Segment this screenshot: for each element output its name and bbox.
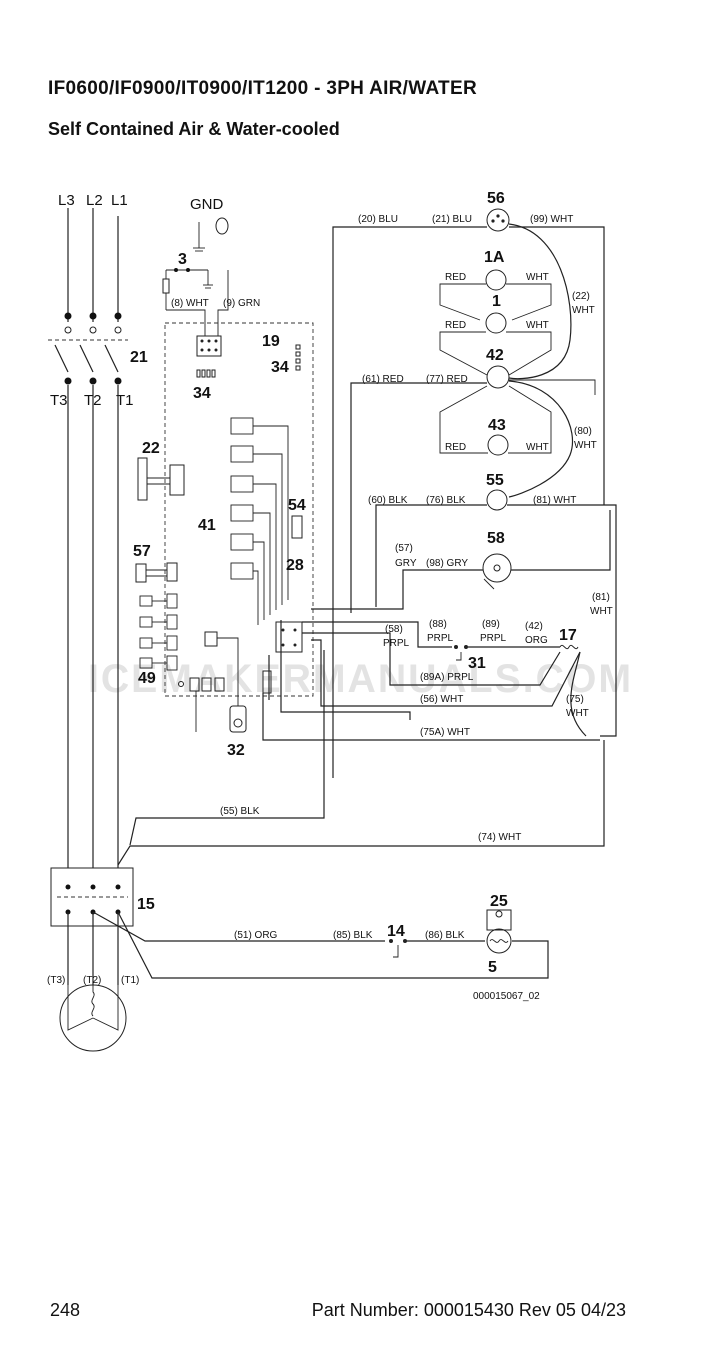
- wire-89-label-a: (89): [482, 619, 500, 630]
- label-1a: 1A: [484, 249, 505, 266]
- wire-76-label: (76) BLK: [426, 495, 466, 506]
- label-1: 1: [492, 293, 501, 310]
- terminal-t1: T1: [116, 392, 134, 409]
- wire-98-label: (98) GRY: [426, 558, 468, 569]
- part-number: Part Number: 000015430 Rev 05 04/23: [311, 1300, 626, 1320]
- wire-75-label-b: WHT: [566, 708, 589, 719]
- terminal-gnd: GND: [190, 196, 224, 213]
- wire-88-label-b: PRPL: [427, 633, 454, 644]
- wire-99-label: (99) WHT: [530, 214, 573, 225]
- motor-terminal-t1: (T1): [121, 975, 139, 986]
- wire-74-label: (74) WHT: [478, 832, 521, 843]
- wire-55-label: (55) BLK: [220, 806, 260, 817]
- label-15: 25: [490, 893, 508, 910]
- wire-9-label: (9) GRN: [223, 298, 260, 309]
- wire-81-label: (81) WHT: [533, 495, 576, 506]
- wire-22-label-b: WHT: [572, 305, 595, 316]
- label-57: 57: [133, 543, 151, 560]
- wire-56-label: (56) WHT: [420, 694, 463, 705]
- page-title: IF0600/IF0900/IT0900/IT1200 - 3PH AIR/WA…: [48, 78, 477, 99]
- wire-8-label: (8) WHT: [171, 298, 209, 309]
- wire-21-label: (21) BLU: [432, 214, 472, 225]
- page-subtitle: Self Contained Air & Water-cooled: [48, 119, 340, 139]
- motor-terminal-t2: (T2): [83, 975, 101, 986]
- wire-80-label-b: WHT: [574, 440, 597, 451]
- label-55: 55: [486, 472, 504, 489]
- wire-80-label-a: (80): [574, 426, 592, 437]
- label-18: 15: [137, 896, 155, 913]
- wire-60-label: (60) BLK: [368, 495, 408, 506]
- wire-red-1: RED: [445, 320, 466, 331]
- label-17: 17: [559, 627, 577, 644]
- wire-57-label-a: (57): [395, 543, 413, 554]
- wire-77-label: (77) RED: [426, 374, 468, 385]
- terminal-l3: L3: [58, 192, 75, 209]
- terminal-t3: T3: [50, 392, 68, 409]
- motor-terminal-t3: (T3): [47, 975, 65, 986]
- label-28: 28: [286, 557, 304, 574]
- label-34-right: 34: [271, 359, 289, 376]
- label-21: 21: [130, 349, 148, 366]
- wire-58-label-b: PRPL: [383, 638, 410, 649]
- label-14: 5: [488, 959, 497, 976]
- wire-wht-1: WHT: [526, 320, 549, 331]
- page-number: 248: [50, 1300, 81, 1320]
- label-31: 31: [468, 655, 486, 672]
- wire-42-label-a: (42): [525, 621, 543, 632]
- wire-88-label-a: (88): [429, 619, 447, 630]
- wire-20-label: (20) BLU: [358, 214, 398, 225]
- label-43: 43: [488, 417, 506, 434]
- terminal-l1: L1: [111, 192, 128, 209]
- wire-wht-43: WHT: [526, 442, 549, 453]
- label-34-left: 34: [193, 385, 211, 402]
- wire-wht-1a: WHT: [526, 272, 549, 283]
- label-54: 54: [288, 497, 306, 514]
- wire-85-label: (85) BLK: [333, 930, 373, 941]
- label-42: 42: [486, 347, 504, 364]
- label-41: 41: [198, 517, 216, 534]
- wire-89a-label: (89A) PRPL: [420, 672, 474, 683]
- label-25: 14: [387, 923, 405, 940]
- wire-51-label: (51) ORG: [234, 930, 278, 941]
- terminal-l2: L2: [86, 192, 103, 209]
- label-58: 58: [487, 530, 505, 547]
- label-22: 22: [142, 440, 160, 457]
- wire-57-label-b: GRY: [395, 558, 417, 569]
- drawing-number: 000015067_02: [473, 991, 540, 1002]
- label-56: 56: [487, 190, 505, 207]
- wire-61-label: (61) RED: [362, 374, 404, 385]
- label-3: 3: [178, 251, 187, 268]
- wire-58-label-a: (58): [385, 624, 403, 635]
- wire-42-label-b: ORG: [525, 635, 548, 646]
- wire-22-label-a: (22): [572, 291, 590, 302]
- wire-89-label-b: PRPL: [480, 633, 507, 644]
- wire-86-label: (86) BLK: [425, 930, 465, 941]
- wire-75-label-a: (75): [566, 694, 584, 705]
- wire-red-43: RED: [445, 442, 466, 453]
- wire-81b-label-a: (81): [592, 592, 610, 603]
- watermark: ICEMAKERMANUALS.COM: [88, 657, 633, 701]
- label-19: 19: [262, 333, 280, 350]
- wire-81b-label-b: WHT: [590, 606, 613, 617]
- wire-75a-label: (75A) WHT: [420, 727, 470, 738]
- label-49: 49: [138, 670, 156, 687]
- wire-red-1a: RED: [445, 272, 466, 283]
- label-32: 32: [227, 742, 245, 759]
